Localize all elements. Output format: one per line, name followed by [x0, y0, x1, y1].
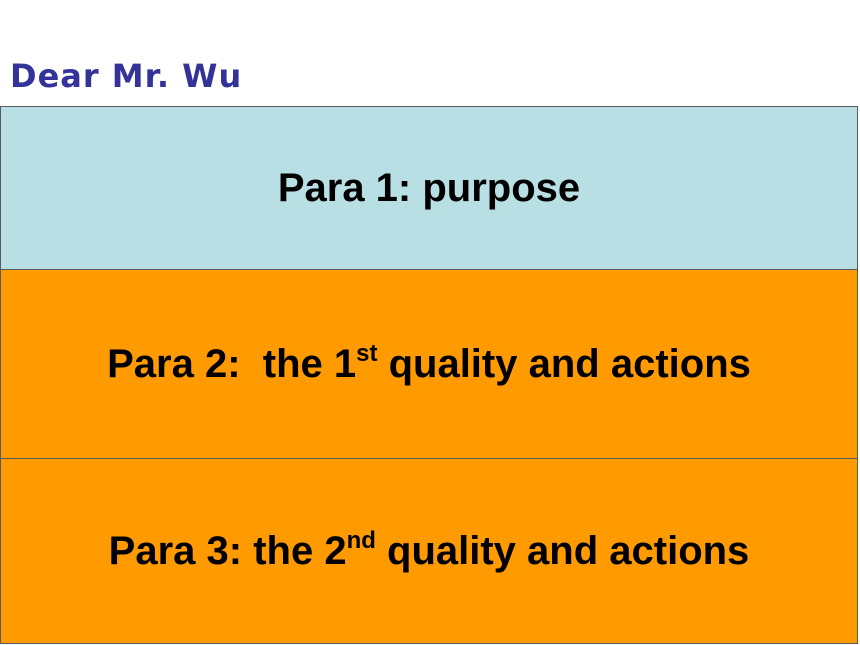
para-2-number: 1: [333, 342, 357, 386]
para-2-suffix: quality and actions: [377, 342, 751, 386]
para-2-label: Para 2: the 1st quality and actions: [107, 341, 751, 387]
para-1-label: Para 1: purpose: [278, 165, 580, 211]
para-3-prefix: Para 3: the: [108, 529, 325, 573]
greeting-heading: Dear Mr. Wu: [10, 57, 243, 95]
para-3-number: 2: [324, 529, 347, 573]
para-3-block: Para 3: the 2nd quality and actions: [0, 458, 858, 644]
para-1-text: Para 1: purpose: [277, 166, 581, 210]
para-2-prefix: Para 2: the: [107, 342, 334, 386]
para-2-ordinal-suffix: st: [356, 340, 378, 367]
para-3-suffix: quality and actions: [375, 529, 750, 573]
para-2-block: Para 2: the 1st quality and actions: [0, 269, 858, 459]
para-3-ordinal-suffix: nd: [346, 527, 376, 554]
para-3-label: Para 3: the 2nd quality and actions: [109, 528, 750, 574]
para-1-block: Para 1: purpose: [0, 106, 858, 270]
